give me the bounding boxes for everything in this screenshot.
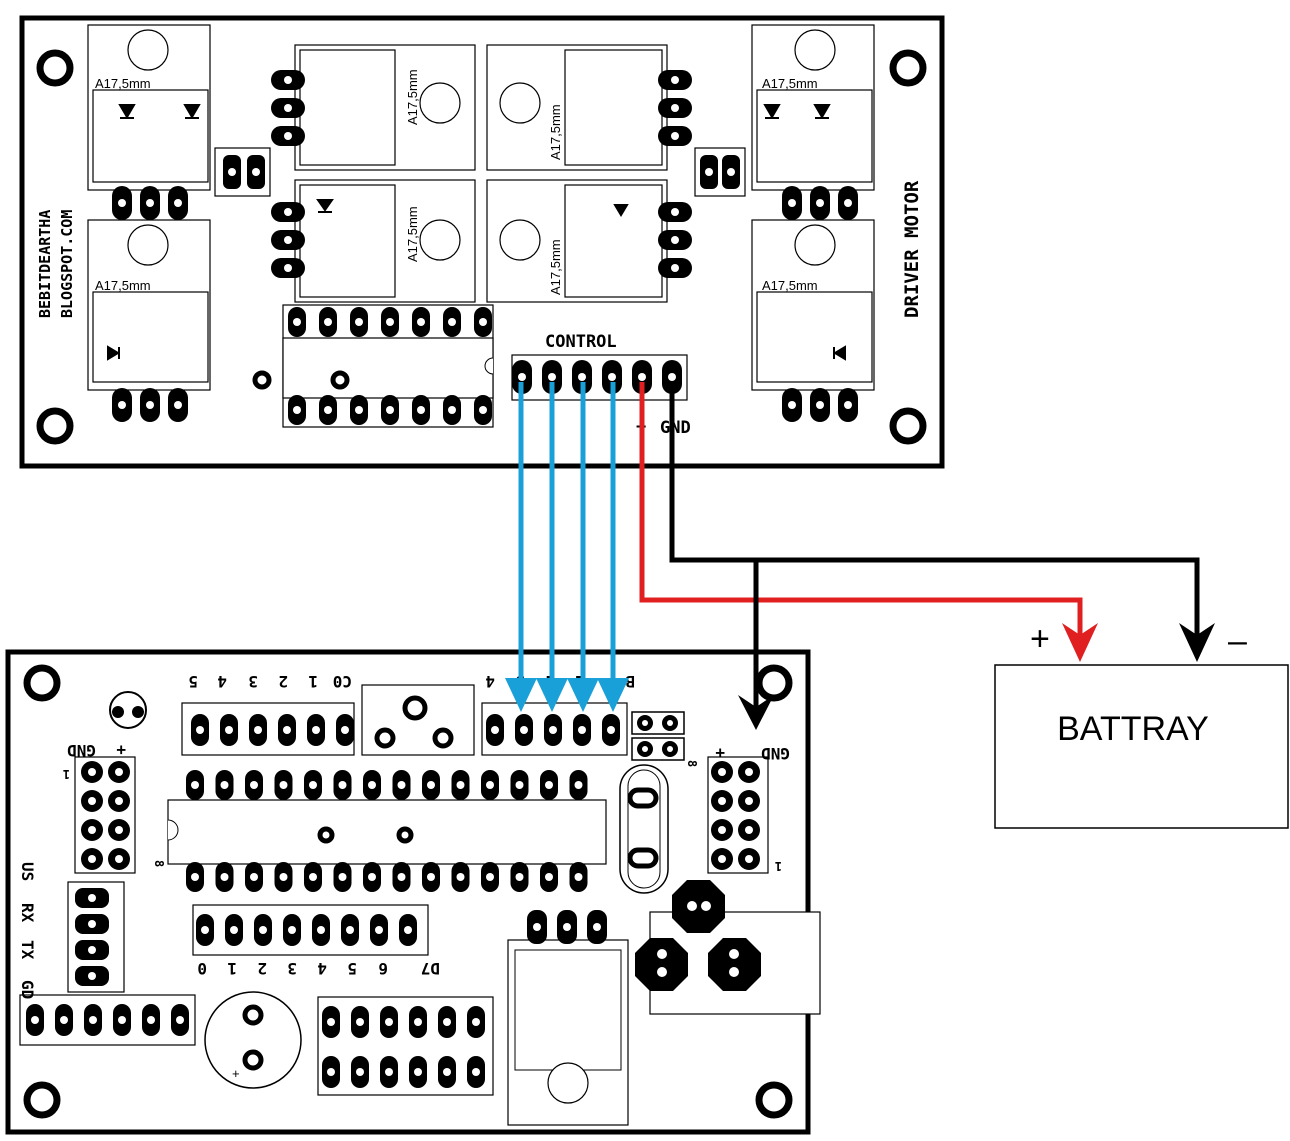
- left-gnd-label: GND: [67, 741, 96, 760]
- battery-minus: –: [1228, 622, 1247, 660]
- pin-1-label: 1: [775, 859, 782, 873]
- serial-label: RX: [18, 903, 37, 923]
- serial-label: GD: [18, 980, 37, 999]
- serial-label: TX: [18, 940, 37, 960]
- signal-wires: [518, 382, 616, 690]
- control-pin-label: 4: [485, 672, 495, 691]
- component-marking: A17,5mm: [762, 278, 818, 293]
- header-label: 1: [308, 672, 318, 691]
- control-label: CONTROL: [545, 332, 617, 352]
- battery-box: [994, 664, 1289, 829]
- battery: BATTRAY + –: [994, 620, 1289, 829]
- website-line1: BEBITDEARTHA: [36, 210, 54, 318]
- mounting-hole: [36, 49, 927, 445]
- crystal: [619, 764, 669, 894]
- website-line2: BLOGSPOT.COM: [58, 210, 76, 318]
- header-label: 2: [278, 672, 288, 691]
- digital-pin-label: D7: [421, 959, 440, 978]
- header-label: 5: [188, 672, 198, 691]
- svg-text:+: +: [232, 1066, 240, 1081]
- positive-arrowhead: [1062, 623, 1098, 662]
- capacitor-icon: [204, 991, 302, 1089]
- component-marking: A17,5mm: [95, 76, 151, 91]
- header-label: C0: [333, 672, 352, 691]
- header-label: 3: [248, 672, 258, 691]
- component-marking: A17,5mm: [762, 76, 818, 91]
- serial-label: US: [18, 862, 37, 881]
- ground-arrowhead: [738, 695, 774, 730]
- digital-pin-label: 6: [378, 959, 388, 978]
- left-plus-label: +: [116, 741, 126, 760]
- digital-pin-label: 4: [317, 959, 327, 978]
- pin-8-label: 8: [685, 760, 699, 767]
- controller-board: +: [5, 649, 821, 1135]
- signal-arrowheads: [505, 678, 629, 712]
- component-marking: A17,5mm: [405, 206, 420, 262]
- component-marking: A17,5mm: [95, 278, 151, 293]
- positive-wire: [639, 382, 1083, 640]
- bottom-double-header: [317, 996, 494, 1096]
- control-header: [511, 354, 688, 401]
- bottom-left-header: [19, 994, 196, 1046]
- right-plus-label: +: [715, 744, 725, 763]
- pin-1-label: 1: [63, 767, 70, 781]
- digital-pin-label: 2: [257, 959, 267, 978]
- ground-wire: [669, 382, 1200, 640]
- battery-plus: +: [1030, 620, 1050, 658]
- component-marking: A17,5mm: [548, 239, 563, 295]
- driver-pads: [112, 70, 858, 422]
- component-markings: A17,5mm A17,5mm A17,5mm A17,5mm A17,5mm …: [95, 69, 818, 295]
- ground-arrowhead: [1179, 623, 1215, 662]
- mcu-socket: [167, 799, 607, 865]
- dc-jack-pads: [635, 880, 761, 991]
- diode-icon: [107, 104, 846, 361]
- battery-label: BATTRAY: [1057, 710, 1209, 748]
- digital-pin-label: 3: [287, 959, 297, 978]
- mounting-hole: [23, 664, 793, 1119]
- control-pin-label: B: [625, 672, 635, 691]
- header-label: 4: [217, 672, 227, 691]
- driver-board: A17,5mm A17,5mm A17,5mm A17,5mm A17,5mm …: [19, 15, 945, 469]
- digital-pin-label: 1: [227, 959, 237, 978]
- component-marking: A17,5mm: [548, 104, 563, 160]
- right-gnd-label: GND: [761, 744, 790, 763]
- led-icon: [109, 691, 147, 729]
- pin-8-label: 8: [152, 860, 166, 867]
- digital-pin-label: 0: [197, 959, 207, 978]
- driver-motor-title: DRIVER MOTOR: [901, 180, 923, 318]
- gnd-label: GND: [660, 418, 691, 438]
- digital-header: [192, 904, 429, 956]
- component-marking: A17,5mm: [405, 69, 420, 125]
- digital-pin-label: 5: [347, 959, 357, 978]
